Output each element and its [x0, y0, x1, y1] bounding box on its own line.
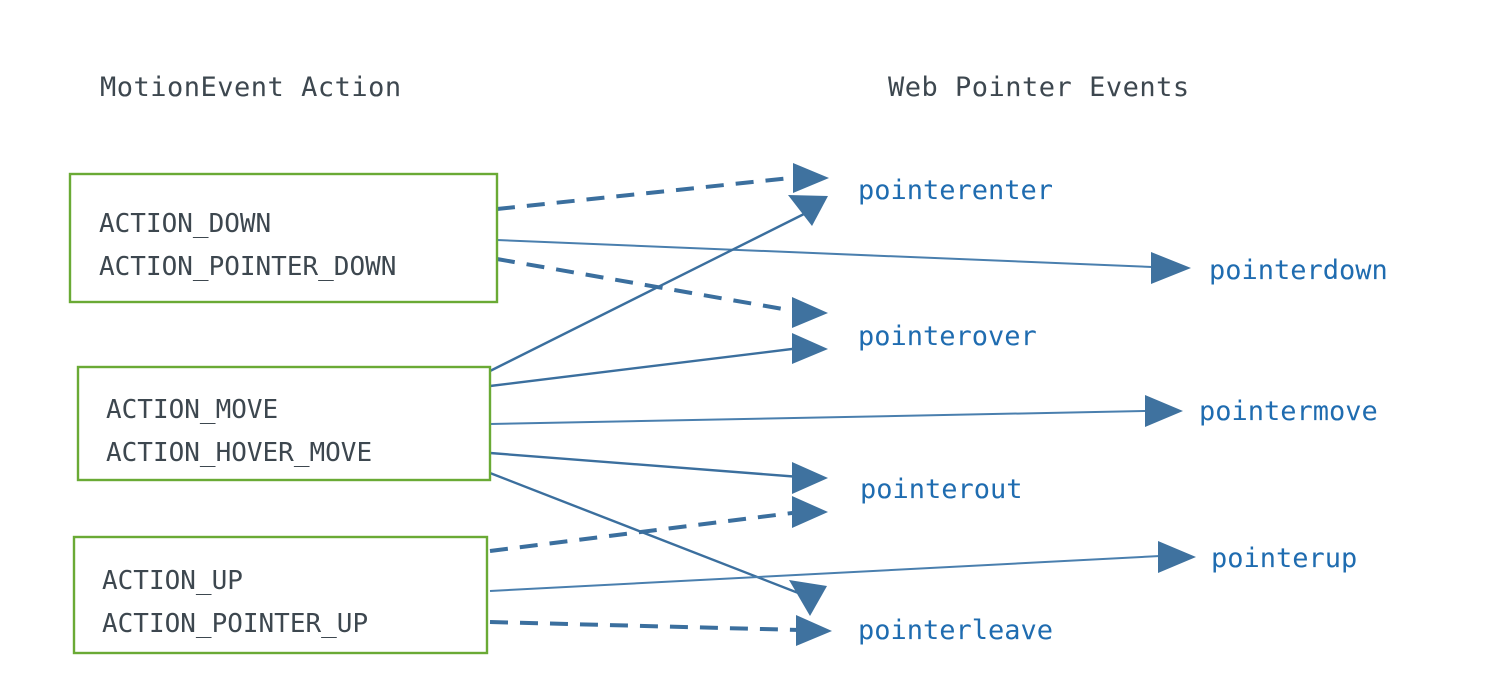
arrowhead-pointerover-from-move [792, 333, 828, 364]
connector-up-to-pointerup [489, 555, 1161, 592]
connector-move-to-pointerleave [489, 471, 807, 598]
event-label-pointerout[interactable]: pointerout [860, 474, 1023, 505]
action-box-up-rect[interactable] [72, 535, 489, 655]
connector-move-to-pointermove [489, 410, 1147, 425]
action-box-down-line-1: ACTION_DOWN [99, 209, 271, 239]
arrowhead-pointerdown [1151, 252, 1191, 284]
connector-down-to-pointerover [496, 257, 801, 314]
connector-down-to-pointerenter [496, 175, 801, 211]
connector-down-to-pointerdown [496, 239, 1153, 268]
event-label-pointerleave[interactable]: pointerleave [858, 615, 1053, 646]
event-label-pointerdown[interactable]: pointerdown [1209, 255, 1388, 286]
connector-up-to-pointerleave [489, 620, 801, 632]
connector-move-to-pointerover [489, 346, 801, 388]
arrowhead-pointerenter-from-down [793, 163, 829, 193]
event-label-pointerenter[interactable]: pointerenter [858, 175, 1053, 206]
arrowhead-pointermove [1145, 395, 1183, 427]
connector-move-to-pointerenter [489, 210, 809, 373]
action-box-down-line-2: ACTION_POINTER_DOWN [99, 252, 396, 282]
action-box-down-rect[interactable] [68, 172, 499, 304]
arrowhead-pointerout-from-move [792, 462, 828, 494]
action-box-up-line-2: ACTION_POINTER_UP [102, 609, 368, 639]
event-label-pointerover[interactable]: pointerover [858, 321, 1037, 352]
connector-layer [489, 175, 1161, 632]
action-box-move-line-1: ACTION_MOVE [106, 395, 278, 425]
connector-move-to-pointerout [489, 451, 801, 479]
event-label-pointerup[interactable]: pointerup [1211, 543, 1357, 574]
action-box-move[interactable]: ACTION_MOVE ACTION_HOVER_MOVE [76, 365, 492, 482]
event-label-pointermove[interactable]: pointermove [1199, 396, 1378, 427]
arrowhead-pointerout-from-up [792, 496, 828, 528]
action-box-up[interactable]: ACTION_UP ACTION_POINTER_UP [72, 535, 489, 655]
arrowhead-pointerleave-from-move [789, 580, 827, 616]
action-box-move-rect[interactable] [76, 365, 492, 482]
arrowhead-pointerup [1158, 541, 1196, 573]
left-column-title: MotionEvent Action [100, 72, 402, 103]
action-box-down[interactable]: ACTION_DOWN ACTION_POINTER_DOWN [68, 172, 499, 304]
arrowhead-layer [788, 163, 1196, 646]
action-box-up-line-1: ACTION_UP [102, 566, 243, 596]
right-column-title: Web Pointer Events [888, 72, 1190, 103]
action-box-move-line-2: ACTION_HOVER_MOVE [106, 438, 372, 468]
arrowhead-pointerover-from-down [792, 297, 828, 328]
arrowhead-pointerenter-from-move [788, 195, 828, 226]
connector-up-to-pointerout [489, 510, 801, 553]
arrowhead-pointerleave-from-up [796, 615, 832, 646]
